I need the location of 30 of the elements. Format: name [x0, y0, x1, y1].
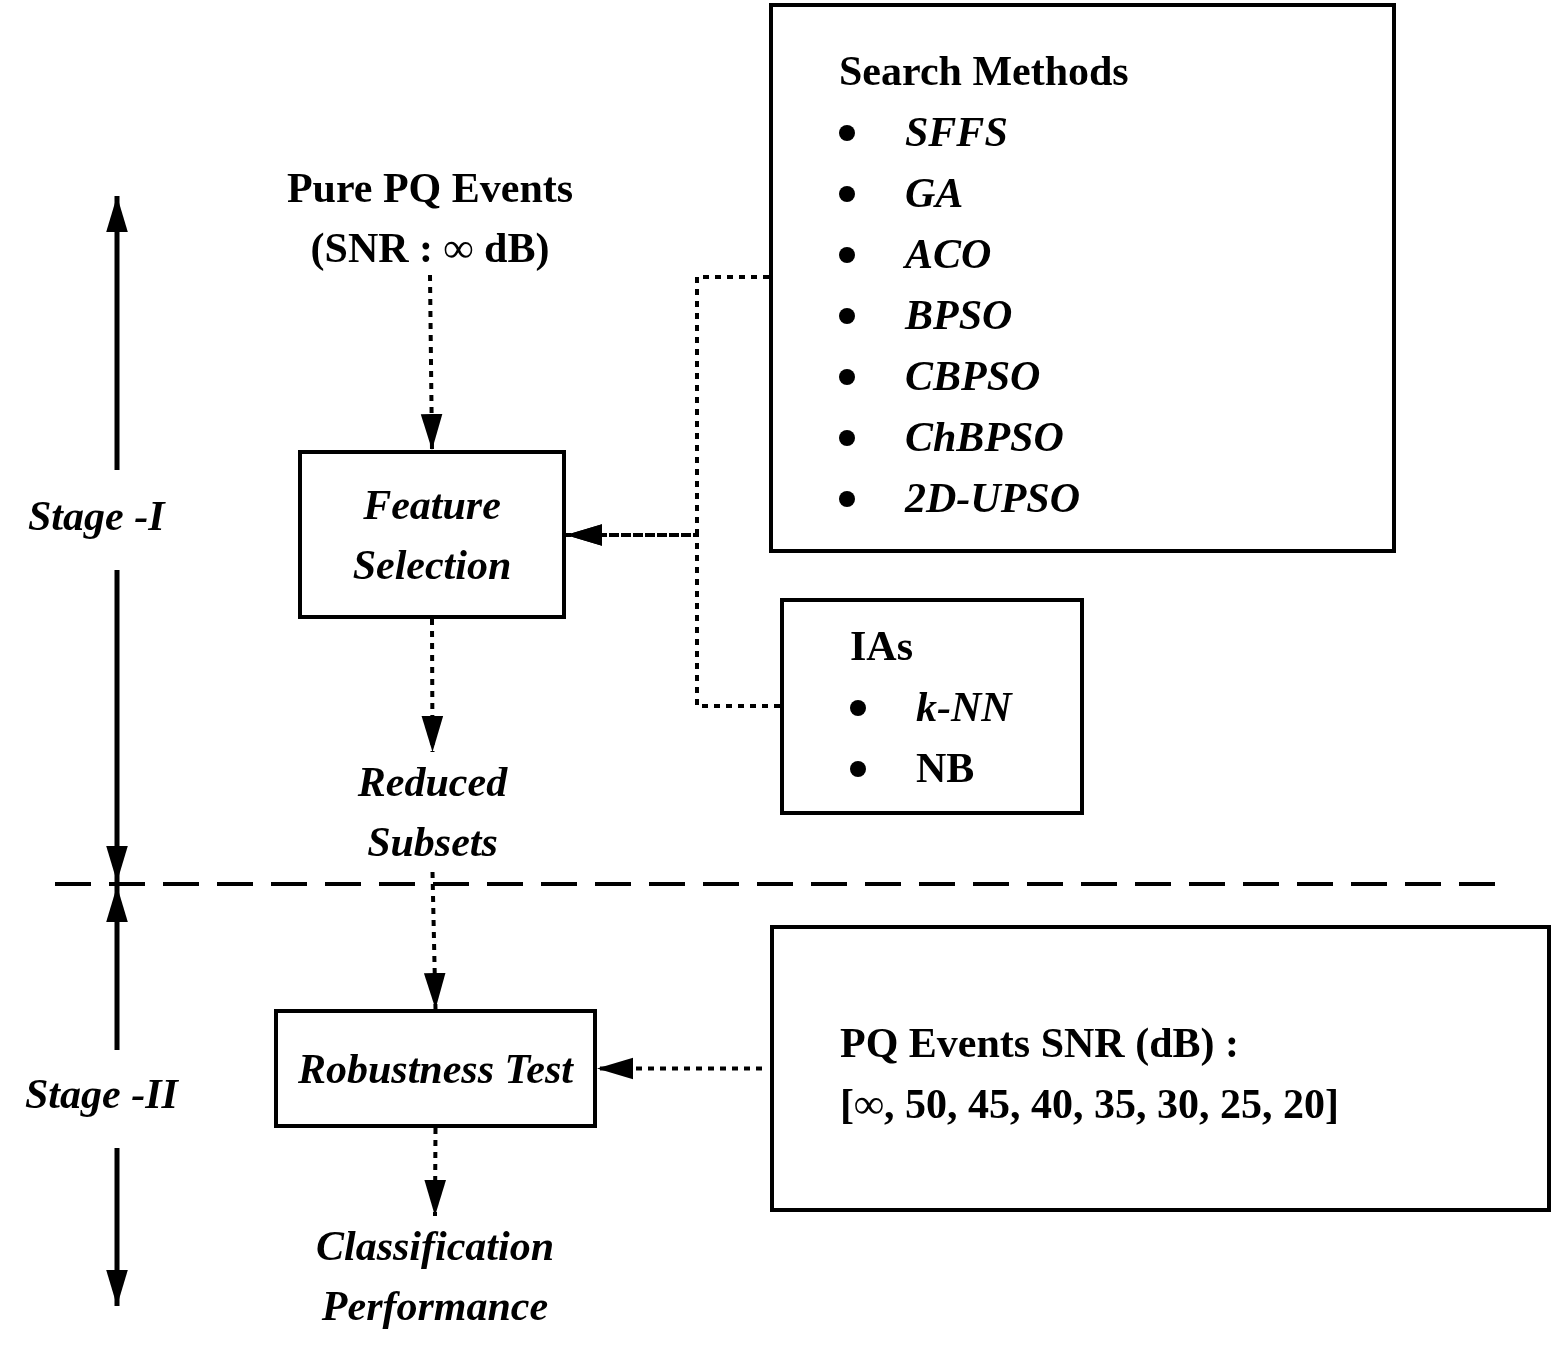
process-box: [298, 450, 566, 619]
stage-label: Stage -I: [28, 492, 165, 540]
arrow: [420, 274, 443, 451]
list-item: CBPSO: [905, 352, 1041, 401]
info-box: [780, 598, 1084, 815]
stage-label: Stage -II: [25, 1070, 178, 1118]
list-item: ACO: [905, 230, 992, 279]
list-item: SFFS: [905, 108, 1008, 157]
box-heading: IAs: [850, 622, 915, 671]
list-item: k-NN: [916, 683, 1012, 732]
node-label: Pure PQ Events (SNR : ∞ dB): [285, 163, 575, 273]
list-item: NB: [916, 744, 975, 793]
arrow: [597, 1057, 762, 1080]
info-box: [769, 3, 1396, 553]
list-item: ChBPSO: [905, 413, 1064, 462]
process-box: [274, 1009, 597, 1128]
box-heading: Search Methods: [839, 47, 1130, 96]
box-text: Feature Selection: [351, 480, 513, 590]
list-item: BPSO: [905, 291, 1013, 340]
box-text: [∞, 50, 45, 40, 35, 30, 25, 20]: [840, 1080, 1340, 1129]
arrow: [423, 871, 446, 1010]
box-text: PQ Events SNR (dB) :: [840, 1019, 1241, 1068]
list-item: 2D-UPSO: [905, 474, 1080, 523]
node-label: Reduced Subsets: [356, 758, 509, 867]
arrow: [424, 1128, 446, 1216]
list-item: GA: [905, 169, 964, 218]
box-text: Robustness Test: [298, 1044, 573, 1094]
info-box: [770, 925, 1551, 1212]
arrow: [421, 619, 444, 752]
node-label: Classification Performance: [314, 1222, 555, 1331]
